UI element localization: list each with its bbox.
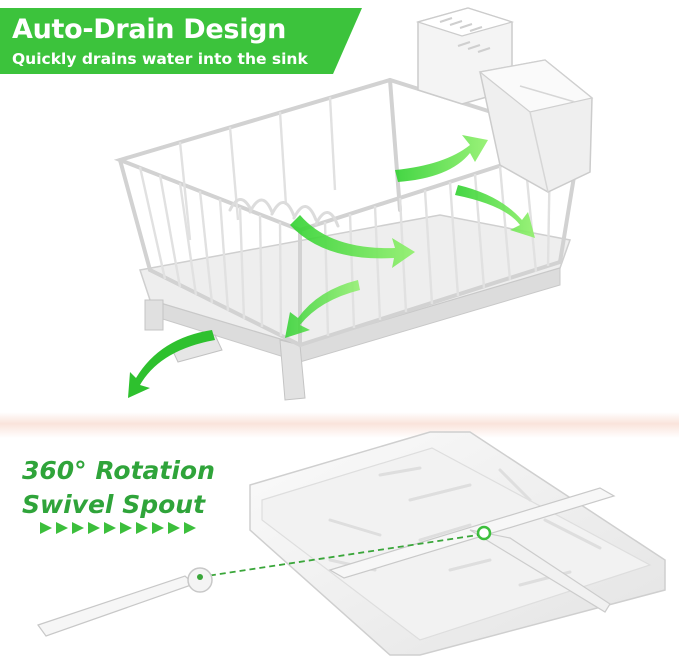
banner-title: Auto-Drain Design	[12, 14, 287, 45]
section-divider	[0, 412, 679, 438]
chevron-arrow-row-icon	[40, 522, 196, 534]
banner-subtitle: Quickly drains water into the sink	[12, 50, 308, 68]
swivel-spout-part	[37, 567, 213, 637]
rotation-feature-line1: 360° Rotation	[22, 456, 215, 485]
rotation-feature-text: 360° Rotation Swivel Spout	[22, 454, 215, 522]
rotation-feature-line2: Swivel Spout	[22, 490, 206, 519]
green-curved-arrow-icon	[128, 135, 535, 398]
drain-tray	[199, 431, 666, 656]
auto-drain-banner: Auto-Drain Design Quickly drains water i…	[0, 8, 362, 74]
dish-rack	[113, 7, 594, 401]
utensil-holder	[415, 7, 594, 193]
